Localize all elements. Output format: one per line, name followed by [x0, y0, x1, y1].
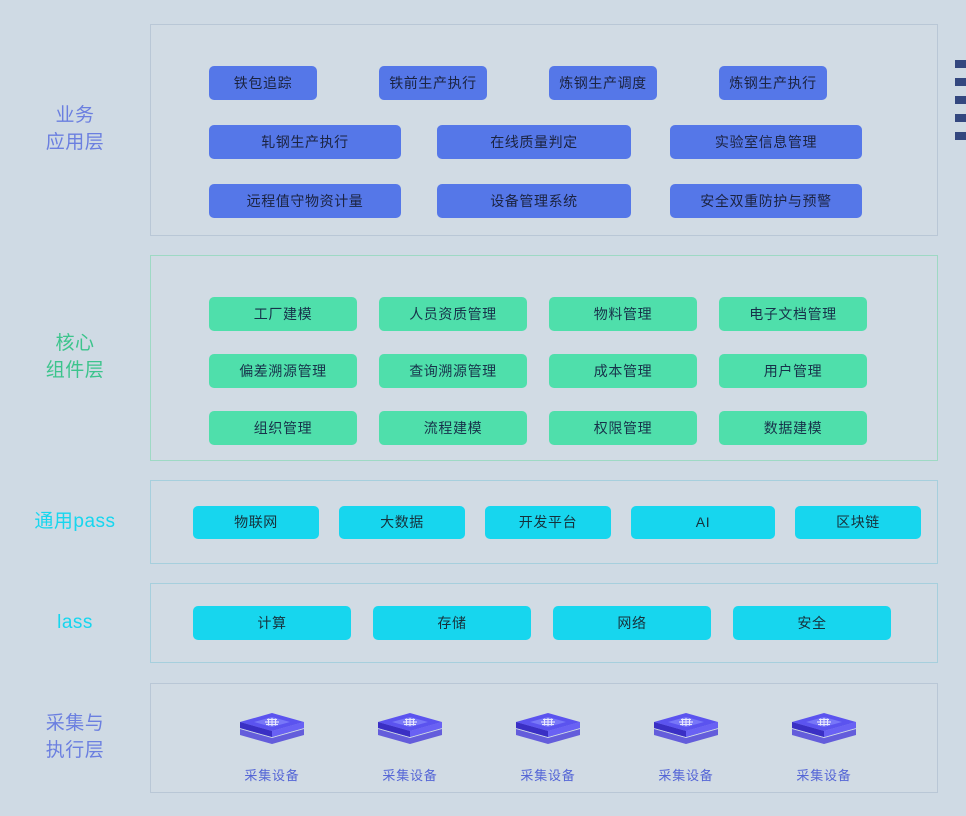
bullet-square-1	[955, 60, 966, 68]
layer-core-component: 核心 组件层 工厂建模 人员资质管理 物料管理 电子文档管理 偏差溯源管理 查询…	[0, 255, 938, 461]
layer-box-device: 采集设备	[150, 683, 938, 793]
layer-label-core: 核心 组件层	[0, 255, 150, 461]
chip-quanxian-guanli[interactable]: 权限管理	[549, 411, 697, 445]
chip-liangang-shengchan-diaodu[interactable]: 炼钢生产调度	[549, 65, 657, 100]
paas-row-1: 物联网 大数据 开发平台 AI 区块链	[151, 505, 937, 539]
edge-bullet-list	[955, 60, 966, 150]
device-item-1[interactable]: 采集设备	[203, 707, 341, 784]
layer-label-core-line2: 组件层	[45, 360, 105, 381]
chip-zuzhi-guanli[interactable]: 组织管理	[209, 411, 357, 445]
chip-shebei-guanli-xitong[interactable]: 设备管理系统	[437, 183, 631, 218]
layer-box-paas: 物联网 大数据 开发平台 AI 区块链	[150, 480, 938, 564]
chip-anquan-shuangzhong-fanghu-yujing[interactable]: 安全双重防护与预警	[670, 183, 862, 218]
chip-wulianwang[interactable]: 物联网	[193, 505, 319, 539]
bullet-square-4	[955, 114, 966, 122]
core-row-3: 组织管理 流程建模 权限管理 数据建模	[151, 411, 937, 445]
layer-iaas: lass 计算 存储 网络 安全	[0, 583, 938, 663]
business-row-2: 轧钢生产执行 在线质量判定 实验室信息管理	[151, 124, 937, 159]
bullet-square-2	[955, 78, 966, 86]
layer-label-paas-line1: 通用pass	[34, 510, 116, 532]
chip-zaixian-zhiliang-panding[interactable]: 在线质量判定	[437, 124, 631, 159]
device-item-5[interactable]: 采集设备	[755, 707, 893, 784]
layer-label-iaas: lass	[0, 583, 150, 663]
chip-ai[interactable]: AI	[631, 505, 775, 539]
layer-label-business-line1: 业务	[55, 105, 95, 127]
iaas-row-1: 计算 存储 网络 安全	[151, 606, 937, 640]
layer-label-device-line1: 采集与	[45, 713, 105, 735]
device-row: 采集设备	[151, 693, 937, 784]
chip-cunchu[interactable]: 存储	[373, 606, 531, 640]
bullet-square-3	[955, 96, 966, 104]
chip-jisuan[interactable]: 计算	[193, 606, 351, 640]
layer-label-business-line2: 应用层	[45, 132, 105, 153]
device-item-2[interactable]: 采集设备	[341, 707, 479, 784]
chip-gongchang-jianmo[interactable]: 工厂建模	[209, 297, 357, 331]
business-row-3: 远程值守物资计量 设备管理系统 安全双重防护与预警	[151, 183, 937, 218]
chip-chengben-guanli[interactable]: 成本管理	[549, 354, 697, 388]
chip-yonghu-guanli[interactable]: 用户管理	[719, 354, 867, 388]
layer-label-business: 业务 应用层	[0, 24, 150, 236]
device-item-4[interactable]: 采集设备	[617, 707, 755, 784]
device-label-2: 采集设备	[382, 767, 438, 783]
device-cube-icon	[792, 712, 856, 744]
chip-wangluo[interactable]: 网络	[553, 606, 711, 640]
bullet-square-5	[955, 132, 966, 140]
chip-yuancheng-zhishou-wuzi-jiliang[interactable]: 远程值守物资计量	[209, 183, 401, 218]
chip-tieqian-shengchan-zhixing[interactable]: 铁前生产执行	[379, 65, 487, 100]
device-cube-icon	[654, 712, 718, 744]
layer-collection-execution: 采集与 执行层	[0, 683, 938, 793]
chip-qukuailian[interactable]: 区块链	[795, 505, 921, 539]
chip-tiebao-zhuizong[interactable]: 铁包追踪	[209, 65, 317, 100]
device-cube-icon	[378, 712, 442, 744]
chip-liangang-shengchan-zhixing[interactable]: 炼钢生产执行	[719, 65, 827, 100]
device-label-5: 采集设备	[796, 767, 852, 783]
device-cube-icon	[516, 712, 580, 744]
chip-piancha-suyuan-guanli[interactable]: 偏差溯源管理	[209, 354, 357, 388]
layer-paas: 通用pass 物联网 大数据 开发平台 AI 区块链	[0, 480, 938, 564]
chip-liucheng-jianmo[interactable]: 流程建模	[379, 411, 527, 445]
layer-box-core: 工厂建模 人员资质管理 物料管理 电子文档管理 偏差溯源管理 查询溯源管理 成本…	[150, 255, 938, 461]
chip-zhagang-shengchan-zhixing[interactable]: 轧钢生产执行	[209, 124, 401, 159]
chip-shuju-jianmo[interactable]: 数据建模	[719, 411, 867, 445]
core-row-2: 偏差溯源管理 查询溯源管理 成本管理 用户管理	[151, 354, 937, 388]
device-item-3[interactable]: 采集设备	[479, 707, 617, 784]
layer-label-device: 采集与 执行层	[0, 683, 150, 793]
chip-kaifa-pingtai[interactable]: 开发平台	[485, 505, 611, 539]
layer-box-iaas: 计算 存储 网络 安全	[150, 583, 938, 663]
layer-label-paas: 通用pass	[0, 480, 150, 564]
device-label-1: 采集设备	[244, 767, 300, 783]
layer-label-core-line1: 核心	[55, 333, 95, 355]
layer-label-iaas-line1: lass	[57, 611, 93, 633]
layer-business-application: 业务 应用层 铁包追踪 铁前生产执行 炼钢生产调度 炼钢生产执行 轧钢生产执行 …	[0, 24, 938, 236]
chip-dashuju[interactable]: 大数据	[339, 505, 465, 539]
device-cube-icon	[240, 712, 304, 744]
chip-anquan[interactable]: 安全	[733, 606, 891, 640]
layer-label-device-line2: 执行层	[45, 740, 105, 761]
chip-shiyanshi-xinxi-guanli[interactable]: 实验室信息管理	[670, 124, 862, 159]
chip-dianzi-wendang-guanli[interactable]: 电子文档管理	[719, 297, 867, 331]
device-label-4: 采集设备	[658, 767, 714, 783]
chip-chaxun-suyuan-guanli[interactable]: 查询溯源管理	[379, 354, 527, 388]
business-row-1: 铁包追踪 铁前生产执行 炼钢生产调度 炼钢生产执行	[151, 65, 937, 100]
layer-box-business: 铁包追踪 铁前生产执行 炼钢生产调度 炼钢生产执行 轧钢生产执行 在线质量判定 …	[150, 24, 938, 236]
core-row-1: 工厂建模 人员资质管理 物料管理 电子文档管理	[151, 297, 937, 331]
device-label-3: 采集设备	[520, 767, 576, 783]
chip-renyuan-zizhi-guanli[interactable]: 人员资质管理	[379, 297, 527, 331]
chip-wuliao-guanli[interactable]: 物料管理	[549, 297, 697, 331]
